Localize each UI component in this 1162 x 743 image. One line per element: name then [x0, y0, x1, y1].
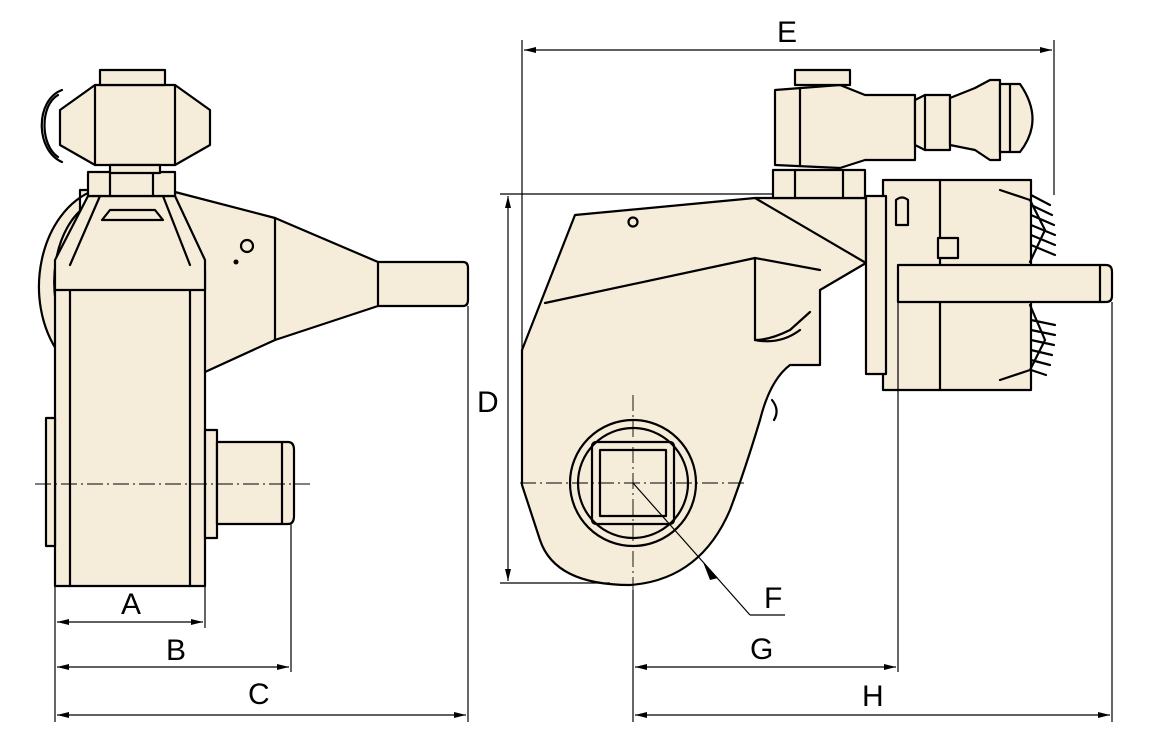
- swivel-block: [58, 83, 212, 167]
- f-arrowhead: [703, 562, 718, 580]
- front-body: [520, 196, 868, 587]
- dimension-lines: [54, 40, 1113, 722]
- label-b: B: [166, 634, 186, 667]
- gear-teeth: [1029, 193, 1057, 377]
- label-d: D: [477, 386, 499, 419]
- front-view: [520, 68, 1114, 600]
- label-g: G: [750, 633, 773, 666]
- label-a: A: [121, 588, 141, 621]
- reaction-arm: [173, 190, 470, 374]
- reaction-bar: [896, 263, 1114, 304]
- label-e: E: [777, 16, 797, 49]
- main-housing: [53, 268, 207, 588]
- side-view: [35, 68, 470, 588]
- dimension-labels: A B C D E F G H: [121, 16, 884, 713]
- label-f: F: [764, 582, 782, 615]
- label-c: C: [248, 678, 270, 711]
- label-h: H: [862, 680, 884, 713]
